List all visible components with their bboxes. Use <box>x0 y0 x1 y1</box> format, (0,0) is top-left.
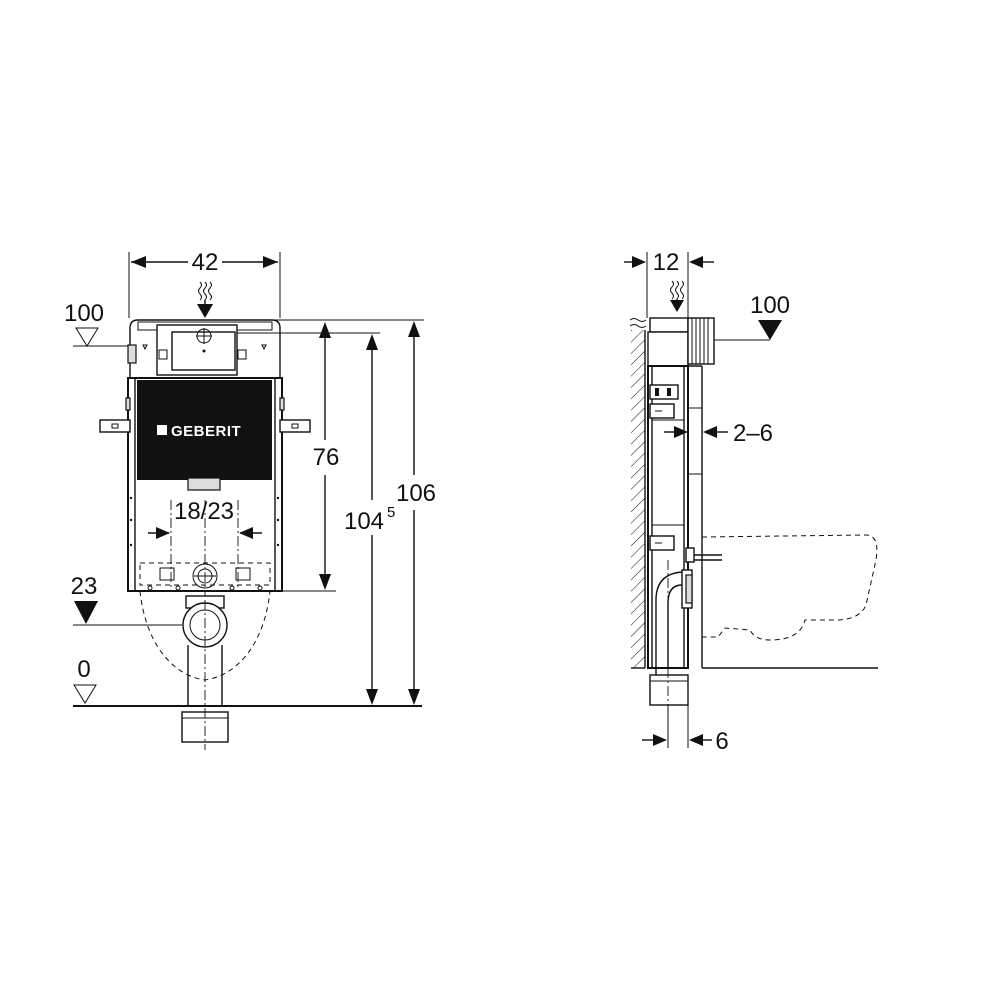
height-76-label: 76 <box>313 444 340 471</box>
finished-wall <box>648 365 878 669</box>
top-level-label: 100 <box>64 300 104 327</box>
level-marker-0: 0 <box>73 656 97 704</box>
side-top-level-label: 100 <box>750 292 790 319</box>
height-dimensions: 76 104 5 106 <box>237 319 436 705</box>
axis-spacing-dimension: 18/23 <box>148 498 262 539</box>
water-supply-icon <box>197 281 213 318</box>
bottom-label: 6 <box>715 728 728 755</box>
depth-dimension: 12 <box>624 249 714 318</box>
drain-level-label: 23 <box>71 573 98 600</box>
depth-label: 12 <box>653 249 680 276</box>
frame: GEBERIT <box>99 377 311 600</box>
side-frame <box>647 365 722 669</box>
side-drain <box>649 560 689 745</box>
floor-level-label: 0 <box>77 656 90 683</box>
level-marker-100: 100 <box>64 300 130 347</box>
side-water-supply-icon <box>670 280 684 312</box>
wall <box>631 330 645 668</box>
cistern-head <box>127 319 281 379</box>
side-view: 12 100 <box>624 249 878 755</box>
height-104-label: 104 <box>344 508 384 535</box>
brand-logo: GEBERIT <box>171 423 241 440</box>
axis-spacing-label: 18/23 <box>174 498 234 525</box>
toilet-bowl-outline <box>701 534 878 641</box>
height-106-label: 106 <box>396 480 436 507</box>
bottom-dimension: 6 <box>642 705 729 755</box>
height-104-superscript: 5 <box>387 504 395 521</box>
wall-gap-label: 2–6 <box>733 420 773 447</box>
width-dimension: 42 <box>128 249 281 318</box>
level-marker-23: 23 <box>71 573 182 626</box>
front-view: 42 100 <box>64 249 436 750</box>
width-label: 42 <box>192 249 219 276</box>
side-level-marker-100: 100 <box>750 292 790 340</box>
drain-pipe <box>181 595 229 750</box>
side-cistern-head <box>647 317 770 367</box>
wall-gap-dimension: 2–6 <box>664 420 773 447</box>
